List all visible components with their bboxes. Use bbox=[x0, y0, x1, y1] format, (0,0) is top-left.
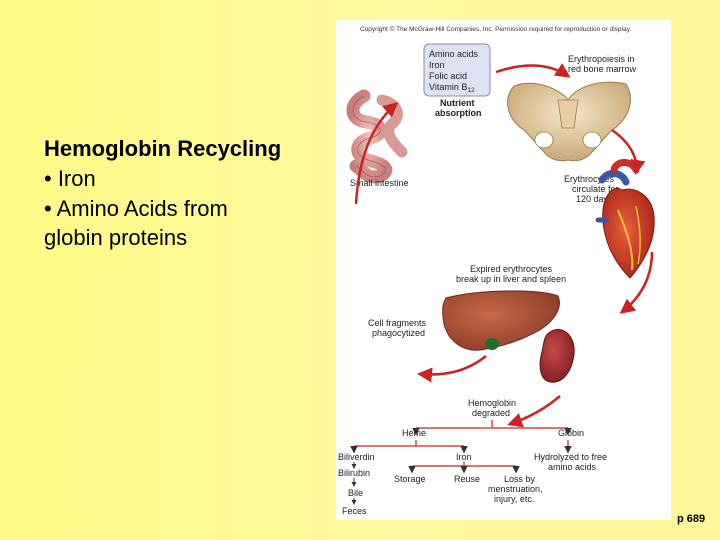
feces-label: Feces bbox=[342, 506, 367, 516]
reuse-label: Reuse bbox=[454, 474, 480, 484]
hemoglobin-degraded-label-2: degraded bbox=[472, 408, 510, 418]
loss-label-2: menstruation, bbox=[488, 484, 543, 494]
expired-label-2: break up in liver and spleen bbox=[456, 274, 566, 284]
slide-title: Hemoglobin Recycling bbox=[44, 136, 282, 161]
nutrient-absorption-label-1: Nutrient bbox=[440, 98, 475, 108]
arrow-to-degradation bbox=[507, 395, 561, 428]
heart-illustration bbox=[595, 159, 655, 279]
arrow-to-circulation bbox=[611, 128, 646, 175]
nutrient-iron: Iron bbox=[429, 60, 445, 70]
bullet-amino-acids-continued: globin proteins bbox=[44, 225, 188, 250]
loss-label-1: Loss by bbox=[504, 474, 536, 484]
small-intestine-label: Small intestine bbox=[350, 178, 409, 188]
hemoglobin-degraded-label-1: Hemoglobin bbox=[468, 398, 516, 408]
hydrolyzed-label-1: Hydrolyzed to free bbox=[534, 452, 607, 462]
slide-text: Hemoglobin Recycling • Iron • Amino Acid… bbox=[44, 134, 281, 252]
erythrocytes-label-3: 120 days bbox=[576, 194, 613, 204]
nutrient-box bbox=[423, 43, 491, 97]
globin-label: Globin bbox=[558, 428, 584, 438]
arrow-to-absorption bbox=[354, 102, 399, 205]
arrow-to-marrow bbox=[495, 63, 571, 78]
bile-label: Bile bbox=[348, 488, 363, 498]
erythrocytes-label-2: circulate for bbox=[572, 184, 619, 194]
erythropoiesis-label-2: red bone marrow bbox=[568, 64, 637, 74]
hemoglobin-recycling-figure: Copyright © The McGraw-Hill Companies, I… bbox=[336, 20, 671, 520]
nutrient-folic-acid: Folic acid bbox=[429, 71, 467, 81]
pelvis-illustration bbox=[507, 81, 631, 162]
nutrient-amino-acids: Amino acids bbox=[429, 49, 479, 59]
arrow-to-fragments bbox=[417, 355, 487, 383]
storage-label: Storage bbox=[394, 474, 426, 484]
bullet-iron: • Iron bbox=[44, 166, 96, 191]
small-intestine-illustration bbox=[346, 89, 408, 184]
loss-label-3: injury, etc. bbox=[494, 494, 534, 504]
page-reference: p 689 bbox=[677, 513, 706, 525]
erythropoiesis-label-1: Erythropoiesis in bbox=[568, 54, 635, 64]
arrow-to-liver-spleen bbox=[619, 251, 654, 314]
nutrient-absorption-label-2: absorption bbox=[435, 108, 482, 118]
cycle-arrows bbox=[354, 63, 654, 428]
biliverdin-label: Biliverdin bbox=[338, 452, 375, 462]
hydrolyzed-label-2: amino acids bbox=[548, 462, 597, 472]
bilirubin-label: Bilirubin bbox=[338, 468, 370, 478]
liver-illustration bbox=[442, 290, 560, 351]
expired-label-1: Expired erythrocytes bbox=[470, 264, 553, 274]
bullet-amino-acids: • Amino Acids from bbox=[44, 196, 228, 221]
copyright-notice: Copyright © The McGraw-Hill Companies, I… bbox=[360, 25, 631, 33]
heme-label: Heme bbox=[402, 428, 426, 438]
nutrient-vitamin-b: Vitamin B12 bbox=[429, 82, 475, 94]
iron-label: Iron bbox=[456, 452, 472, 462]
cell-fragments-label-2: phagocytized bbox=[372, 328, 425, 338]
spleen-illustration bbox=[539, 329, 575, 383]
erythrocytes-label-1: Erythrocytes bbox=[564, 174, 615, 184]
cell-fragments-label-1: Cell fragments bbox=[368, 318, 427, 328]
degradation-tree bbox=[350, 420, 572, 474]
figure-svg: Copyright © The McGraw-Hill Companies, I… bbox=[338, 25, 655, 516]
